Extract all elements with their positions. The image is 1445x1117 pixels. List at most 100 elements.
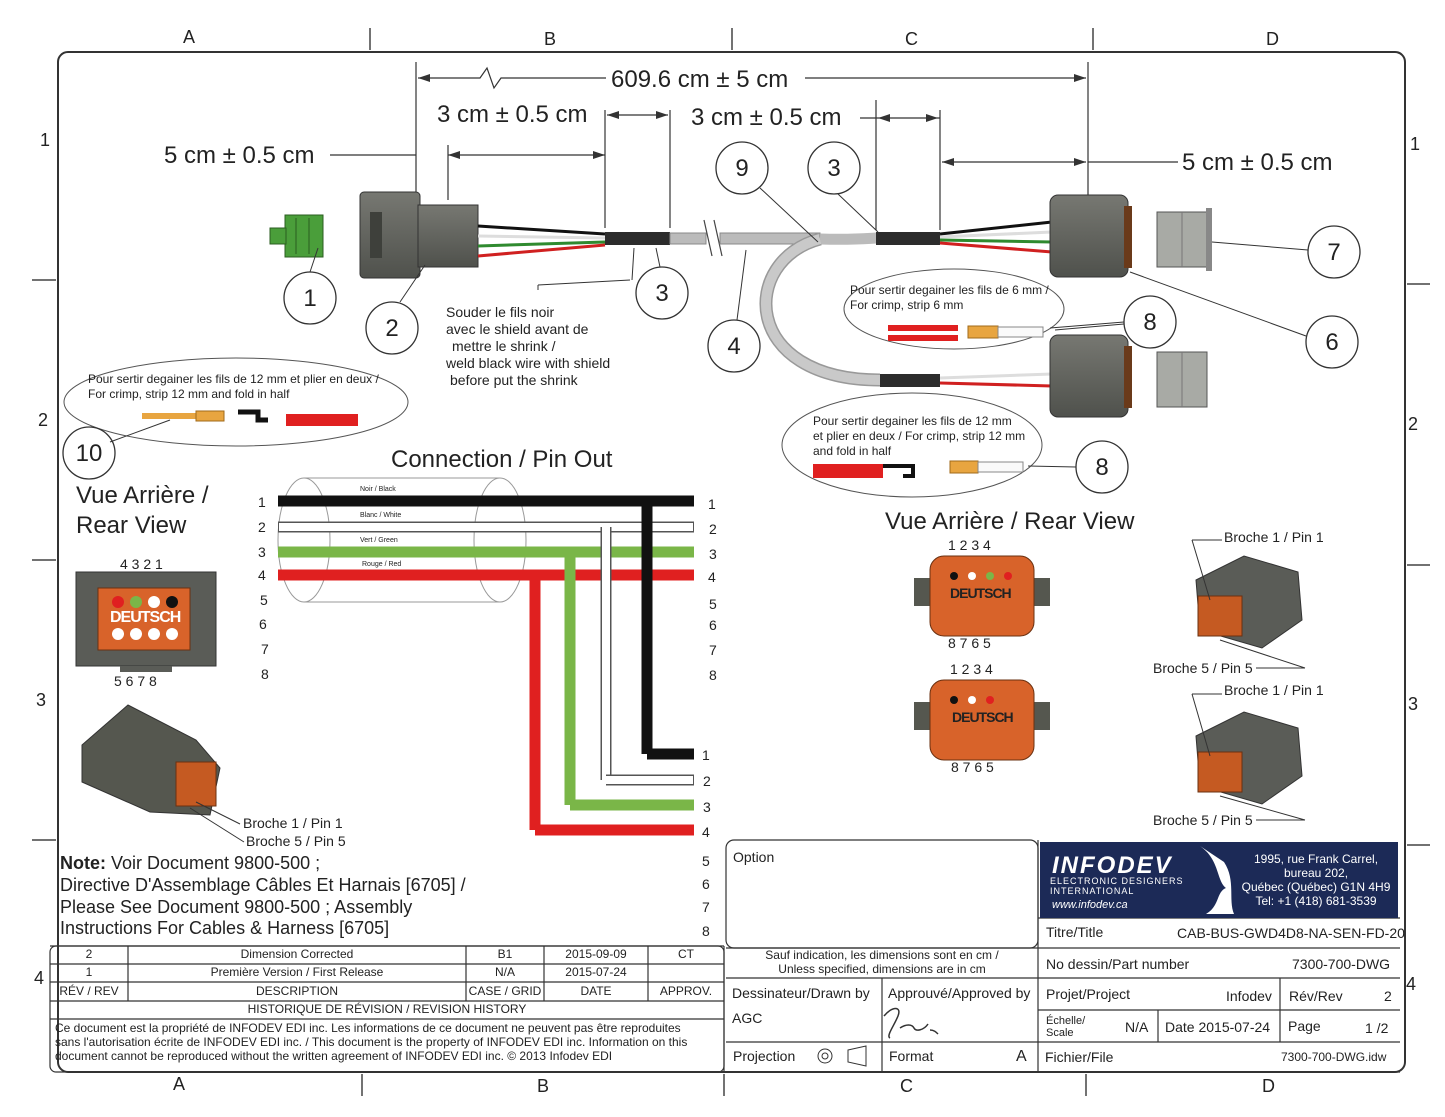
part-number-label: No dessin/Part number xyxy=(1046,956,1190,972)
approved-by-label: Approuvé/Approved by xyxy=(888,985,1031,1001)
dim-left-end: 5 cm ± 0.5 cm xyxy=(164,142,315,169)
callout-3-left: 3 xyxy=(655,280,669,307)
rev-row2-grid: N/A xyxy=(494,965,515,979)
callout-10: 10 xyxy=(75,440,103,467)
scale-value: N/A xyxy=(1125,1019,1149,1035)
rev-header-grid: CASE / GRID xyxy=(468,984,542,998)
pin-right-a-8: 8 xyxy=(709,667,717,683)
left-view-top-pins: 4 3 2 1 xyxy=(120,556,163,572)
pin-right-b-3: 3 xyxy=(703,799,711,815)
right-view-title: Vue Arrière / Rear View xyxy=(885,508,1135,535)
right-view-broche1-bottom: Broche 1 / Pin 1 xyxy=(1224,682,1324,698)
zone-row-4-left: 4 xyxy=(34,968,45,988)
dim-overall: 609.6 cm ± 5 cm xyxy=(611,66,789,93)
rev-row2-desc: Première Version / First Release xyxy=(210,965,384,979)
left-view-bottom-pins: 5 6 7 8 xyxy=(114,673,157,689)
rev-row1-date: 2015-09-09 xyxy=(565,947,627,961)
wire-label-green: Vert / Green xyxy=(360,537,398,544)
zone-col-c-bottom: C xyxy=(900,1076,913,1096)
rev-row1-rev: 2 xyxy=(85,947,93,961)
callout-8-top: 8 xyxy=(1143,309,1157,336)
right-view-top-pins-2: 1 2 3 4 xyxy=(950,661,993,677)
right-view-top-pins-1: 1 2 3 4 xyxy=(948,537,991,553)
date-label: Date 2015-07-24 xyxy=(1165,1019,1271,1035)
part-number-value: 7300-700-DWG xyxy=(1292,956,1391,972)
pin-left-7: 7 xyxy=(261,641,269,657)
file-label: Fichier/File xyxy=(1045,1049,1114,1065)
callout-4: 4 xyxy=(727,333,741,360)
zone-ticks xyxy=(32,28,1430,1096)
company-sub2: INTERNATIONAL xyxy=(1050,886,1135,896)
file-value: 7300-700-DWG.idw xyxy=(1281,1050,1387,1064)
address-line1: 1995, rue Frank Carrel, xyxy=(1253,852,1379,866)
project-value: Infodev xyxy=(1226,988,1272,1004)
address-line3: Québec (Québec) G1N 4H9 xyxy=(1241,880,1391,894)
rev-label: Rév/Rev xyxy=(1289,988,1343,1004)
left-view-title-line1: Vue Arrière / xyxy=(76,482,209,509)
right-view-broche1-top: Broche 1 / Pin 1 xyxy=(1224,529,1324,545)
assembly-note-line2: Directive D'Assemblage Câbles Et Harnais… xyxy=(60,875,466,895)
units-note-line2: Unless specified, dimensions are in cm xyxy=(778,962,986,976)
approval-signature xyxy=(883,1007,939,1039)
pin-right-b-2: 2 xyxy=(703,773,711,789)
pin-right-a-5: 5 xyxy=(709,596,717,612)
right-view-broche5-top: Broche 5 / Pin 5 xyxy=(1153,660,1253,676)
zone-col-a-bottom: A xyxy=(173,1074,186,1094)
projection-label: Projection xyxy=(733,1048,796,1064)
assembly-note-line3: Please See Document 9800-500 ; Assembly xyxy=(60,897,413,917)
solder-note-line2: avec le shield avant de xyxy=(446,321,589,337)
pin-right-b-7: 7 xyxy=(702,899,710,915)
crimp12-right-line1: Pour sertir degainer les fils de 12 mm xyxy=(813,414,1012,428)
wire-label-red: Rouge / Red xyxy=(362,561,402,568)
pin-right-a-4: 4 xyxy=(708,569,716,585)
scale-label-2: Scale xyxy=(1046,1027,1074,1039)
crimp12-right-line2: et plier en deux / For crimp, strip 12 m… xyxy=(813,429,1026,443)
callout-7: 7 xyxy=(1327,239,1341,266)
drawn-by-value: AGC xyxy=(732,1010,763,1026)
rev-row2-date: 2015-07-24 xyxy=(565,965,627,979)
pin-right-a-2: 2 xyxy=(709,521,717,537)
solder-note-line5: before put the shrink xyxy=(450,372,578,388)
pin-left-4: 4 xyxy=(258,567,266,583)
title-value: CAB-BUS-GWD4D8-NA-SEN-FD-20 xyxy=(1177,925,1405,941)
crimp6-line2: For crimp, strip 6 mm xyxy=(850,298,964,312)
rev-row1-grid: B1 xyxy=(497,947,513,961)
solder-note-line4: weld black wire with shield xyxy=(446,355,611,371)
rev-header-date: DATE xyxy=(580,984,612,998)
callout-1: 1 xyxy=(303,285,317,312)
title-label: Titre/Title xyxy=(1046,924,1104,940)
title-block-grid xyxy=(49,839,1400,1073)
pin-left-2: 2 xyxy=(258,519,266,535)
right-view-brand-2: DEUTSCH xyxy=(952,709,1014,725)
zone-row-3-left: 3 xyxy=(36,690,47,710)
right-view-broche5-bottom: Broche 5 / Pin 5 xyxy=(1153,812,1253,828)
pin-right-a-7: 7 xyxy=(709,642,717,658)
dim-right-end: 5 cm ± 0.5 cm xyxy=(1182,149,1333,176)
company-name: INFODEV xyxy=(1052,852,1173,879)
callout-2: 2 xyxy=(385,315,399,342)
left-view-title-line2: Rear View xyxy=(76,512,187,539)
zone-col-b-bottom: B xyxy=(537,1076,550,1096)
legal-line2: sans l'autorisation écrite de INFODEV ED… xyxy=(55,1035,688,1049)
left-view-broche5: Broche 5 / Pin 5 xyxy=(246,833,346,849)
pin-left-1: 1 xyxy=(258,494,266,510)
rev-history-title: HISTORIQUE DE RÉVISION / REVISION HISTOR… xyxy=(247,1002,527,1016)
rev-header-rev: RÉV / REV xyxy=(59,984,119,998)
company-sub1: ELECTRONIC DESIGNERS xyxy=(1050,876,1184,886)
pinout-title: Connection / Pin Out xyxy=(391,446,613,473)
address-line4: Tel: +1 (418) 681-3539 xyxy=(1255,894,1377,908)
rev-value: 2 xyxy=(1384,988,1392,1004)
callout-circles xyxy=(62,141,1361,494)
legal-line3: document cannot be reproduced without th… xyxy=(55,1049,613,1063)
callout-6: 6 xyxy=(1325,329,1339,356)
pin-right-b-8: 8 xyxy=(702,923,710,939)
pin-right-b-5: 5 xyxy=(702,853,710,869)
pin-right-a-1: 1 xyxy=(708,496,716,512)
right-view-bottom-pins-2: 8 7 6 5 xyxy=(951,759,994,775)
pin-right-b-4: 4 xyxy=(702,824,710,840)
dim-right-shield: 3 cm ± 0.5 cm xyxy=(691,104,842,131)
zone-col-d-top: D xyxy=(1266,29,1279,49)
right-rear-views xyxy=(914,555,1303,805)
right-view-brand-1: DEUTSCH xyxy=(950,585,1012,601)
